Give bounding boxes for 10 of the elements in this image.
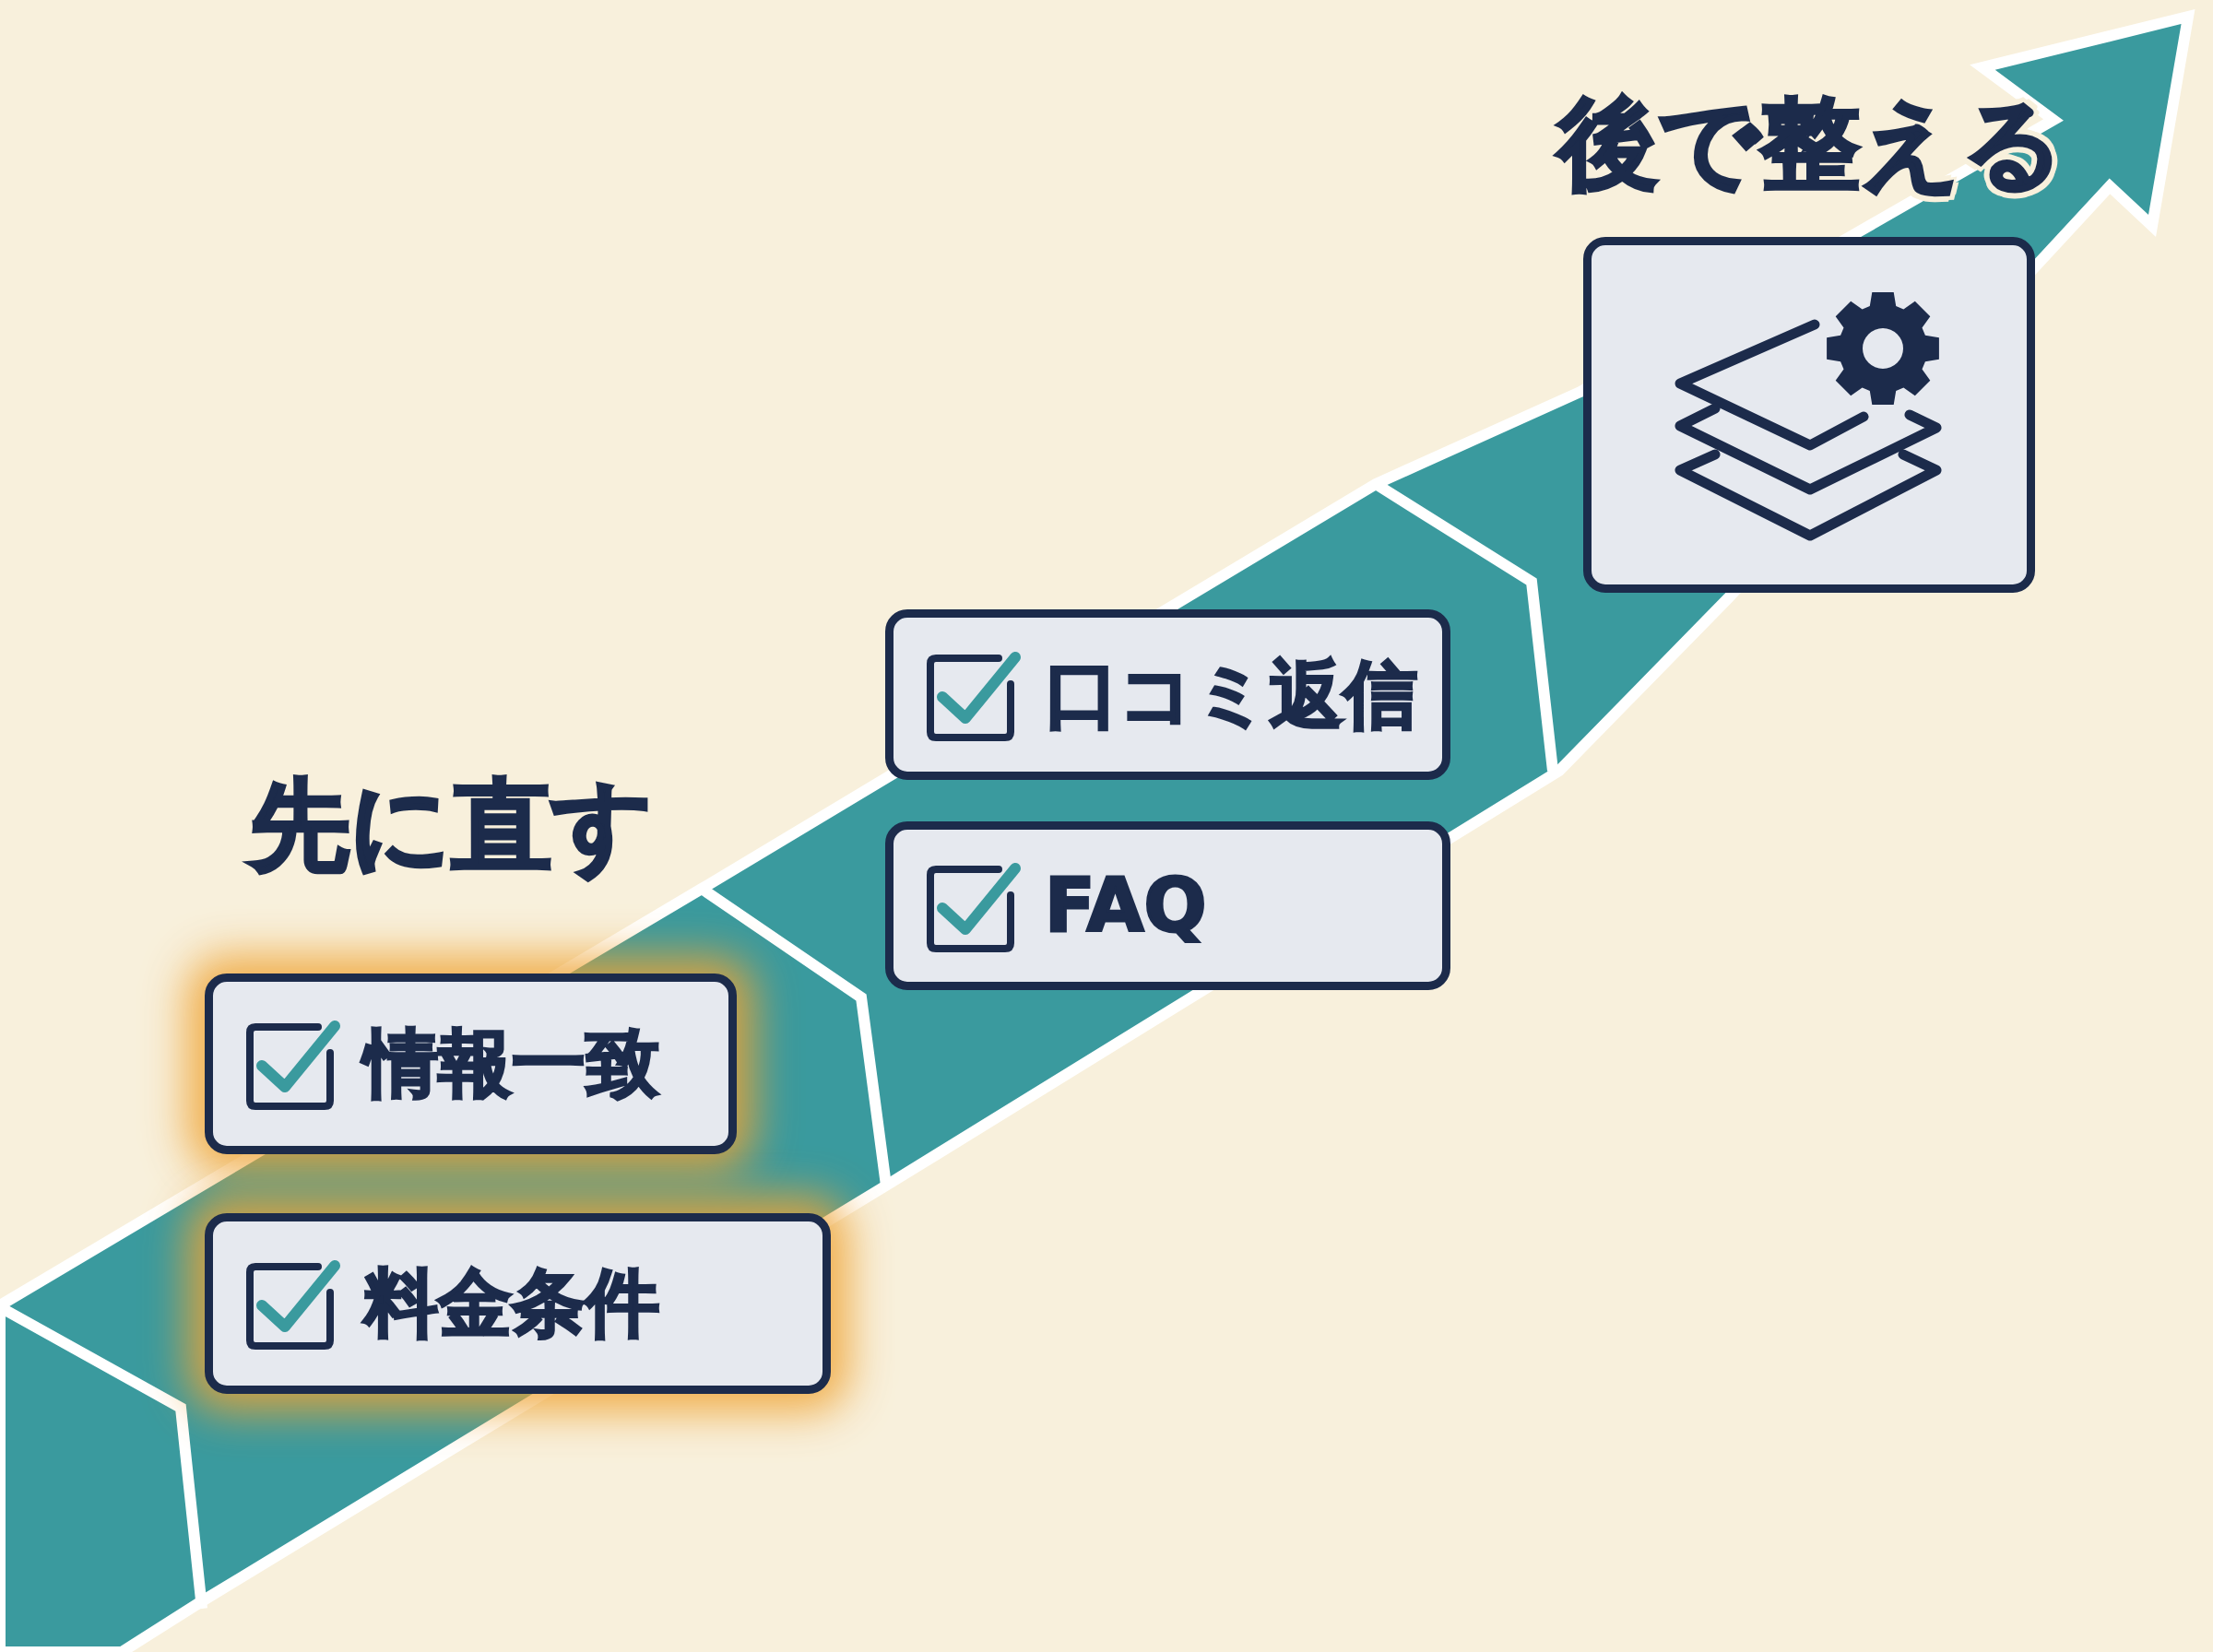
icon-box bbox=[1583, 237, 2035, 593]
heading: 先に直す bbox=[247, 767, 655, 885]
checklist-box bbox=[205, 974, 737, 1154]
item-label: FAQ bbox=[1044, 861, 1208, 950]
item-label: 料金条件 bbox=[362, 1259, 660, 1348]
item-label: 口コミ返信 bbox=[1044, 650, 1418, 739]
item-label: 情報一致 bbox=[362, 1020, 661, 1108]
checklist-box bbox=[885, 821, 1450, 990]
checklist-box bbox=[885, 609, 1450, 780]
checklist-box bbox=[205, 1213, 831, 1394]
